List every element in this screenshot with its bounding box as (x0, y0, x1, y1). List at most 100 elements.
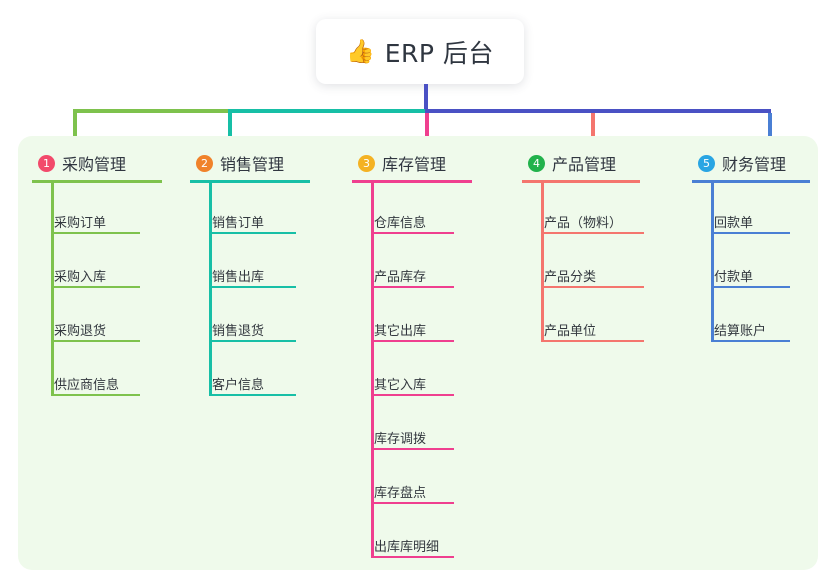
branch-item[interactable]: 产品单位 (544, 320, 644, 342)
branch-item-rule (374, 448, 454, 450)
horizontal-connector-segment-3 (425, 109, 771, 113)
branch-item-label: 产品（物料） (544, 216, 623, 231)
branch-item-label: 付款单 (714, 270, 754, 285)
branch-item[interactable]: 出库库明细 (374, 536, 454, 558)
branch-item-rule (374, 394, 454, 396)
branch-item[interactable]: 库存盘点 (374, 482, 454, 504)
branch-header-rule (692, 180, 810, 183)
branch-item-label: 采购入库 (54, 270, 107, 285)
branch-item-label: 结算账户 (714, 324, 767, 339)
branch-item-rule (374, 340, 454, 342)
branch-number-badge: 5 (698, 154, 715, 172)
branch-item[interactable]: 销售出库 (212, 266, 296, 288)
thumbs-up-icon: 👍 (346, 38, 375, 64)
branch-trunk-line (541, 180, 544, 342)
branch-title: 销售管理 (220, 155, 285, 174)
branch-item-label: 供应商信息 (54, 378, 120, 393)
page-title: ERP 后台 (384, 38, 494, 68)
branch-column-库存管理: 3 库存管理仓库信息产品库存其它出库其它入库库存调拨库存盘点出库库明细 (338, 136, 488, 558)
branch-item[interactable]: 采购订单 (54, 212, 140, 234)
branch-item-label: 产品分类 (544, 270, 597, 285)
branch-item[interactable]: 其它入库 (374, 374, 454, 396)
branch-item-rule (212, 394, 296, 396)
branch-header-4[interactable]: 4 产品管理 (508, 150, 658, 176)
branch-item-rule (54, 394, 140, 396)
branch-trunk-line (711, 180, 714, 342)
branch-trunk-line (371, 180, 374, 558)
branch-item[interactable]: 结算账户 (714, 320, 790, 342)
branch-number-badge: 4 (528, 154, 545, 172)
branch-header-rule (522, 180, 640, 183)
branch-item-rule (212, 340, 296, 342)
branch-item-label: 采购订单 (54, 216, 107, 231)
branch-header-1[interactable]: 1 采购管理 (18, 150, 168, 176)
branch-number-badge: 3 (358, 154, 375, 172)
root-node-erp-backend[interactable]: 👍 ERP 后台 (316, 19, 524, 84)
branch-item-label: 库存调拨 (374, 432, 427, 447)
branch-column-产品管理: 4 产品管理产品（物料） 产品分类产品单位 (508, 136, 658, 342)
branch-header-rule (190, 180, 310, 183)
branch-item[interactable]: 库存调拨 (374, 428, 454, 450)
branch-item-rule (714, 232, 790, 234)
branch-item-label: 库存盘点 (374, 486, 427, 501)
branch-item-label: 回款单 (714, 216, 754, 231)
branch-item[interactable]: 仓库信息 (374, 212, 454, 234)
branch-item-label: 销售订单 (212, 216, 265, 231)
branch-item-rule (374, 502, 454, 504)
branch-trunk-line (51, 180, 54, 396)
branch-item-label: 产品单位 (544, 324, 597, 339)
branch-item[interactable]: 采购入库 (54, 266, 140, 288)
branch-item-rule (212, 286, 296, 288)
branch-item-rule (714, 340, 790, 342)
branch-item-rule (544, 232, 644, 234)
branch-item-label: 产品库存 (374, 270, 427, 285)
branch-item-rule (54, 286, 140, 288)
branch-item-label: 其它入库 (374, 378, 427, 393)
branch-title: 产品管理 (552, 155, 617, 174)
branch-title: 库存管理 (382, 155, 447, 174)
branch-item-rule (374, 556, 454, 558)
branch-item[interactable]: 客户信息 (212, 374, 296, 396)
branch-item-rule (54, 232, 140, 234)
branch-item[interactable]: 回款单 (714, 212, 790, 234)
horizontal-connector-segment-2 (228, 109, 425, 113)
branch-item-rule (374, 232, 454, 234)
branch-item-label: 销售出库 (212, 270, 265, 285)
branch-item[interactable]: 产品库存 (374, 266, 454, 288)
branch-header-rule (32, 180, 162, 183)
branch-item-label: 出库库明细 (374, 540, 440, 555)
branch-item-label: 采购退货 (54, 324, 107, 339)
branch-item-label: 仓库信息 (374, 216, 427, 231)
branch-number-badge: 1 (38, 154, 55, 172)
branch-header-5[interactable]: 5 财务管理 (678, 150, 818, 176)
branch-item-label: 销售退货 (212, 324, 265, 339)
branch-item[interactable]: 采购退货 (54, 320, 140, 342)
branch-title: 采购管理 (62, 155, 127, 174)
branch-item-rule (212, 232, 296, 234)
branch-item[interactable]: 其它出库 (374, 320, 454, 342)
branch-item[interactable]: 产品（物料） (544, 212, 644, 234)
branch-item-label: 客户信息 (212, 378, 265, 393)
branch-column-财务管理: 5 财务管理回款单付款单结算账户 (678, 136, 818, 342)
branch-item-rule (544, 340, 644, 342)
branch-item-rule (374, 286, 454, 288)
branch-item-label: 其它出库 (374, 324, 427, 339)
branch-header-rule (352, 180, 472, 183)
branch-item[interactable]: 销售订单 (212, 212, 296, 234)
branch-item-rule (54, 340, 140, 342)
branch-trunk-line (209, 180, 212, 396)
branch-column-采购管理: 1 采购管理采购订单采购入库采购退货供应商信息 (18, 136, 168, 396)
branch-item[interactable]: 供应商信息 (54, 374, 140, 396)
branch-item-rule (714, 286, 790, 288)
branch-item-rule (544, 286, 644, 288)
branch-title: 财务管理 (722, 155, 787, 174)
branch-item[interactable]: 产品分类 (544, 266, 644, 288)
branch-item[interactable]: 销售退货 (212, 320, 296, 342)
branch-item[interactable]: 付款单 (714, 266, 790, 288)
root-stem-connector (424, 84, 428, 111)
branch-header-3[interactable]: 3 库存管理 (338, 150, 488, 176)
